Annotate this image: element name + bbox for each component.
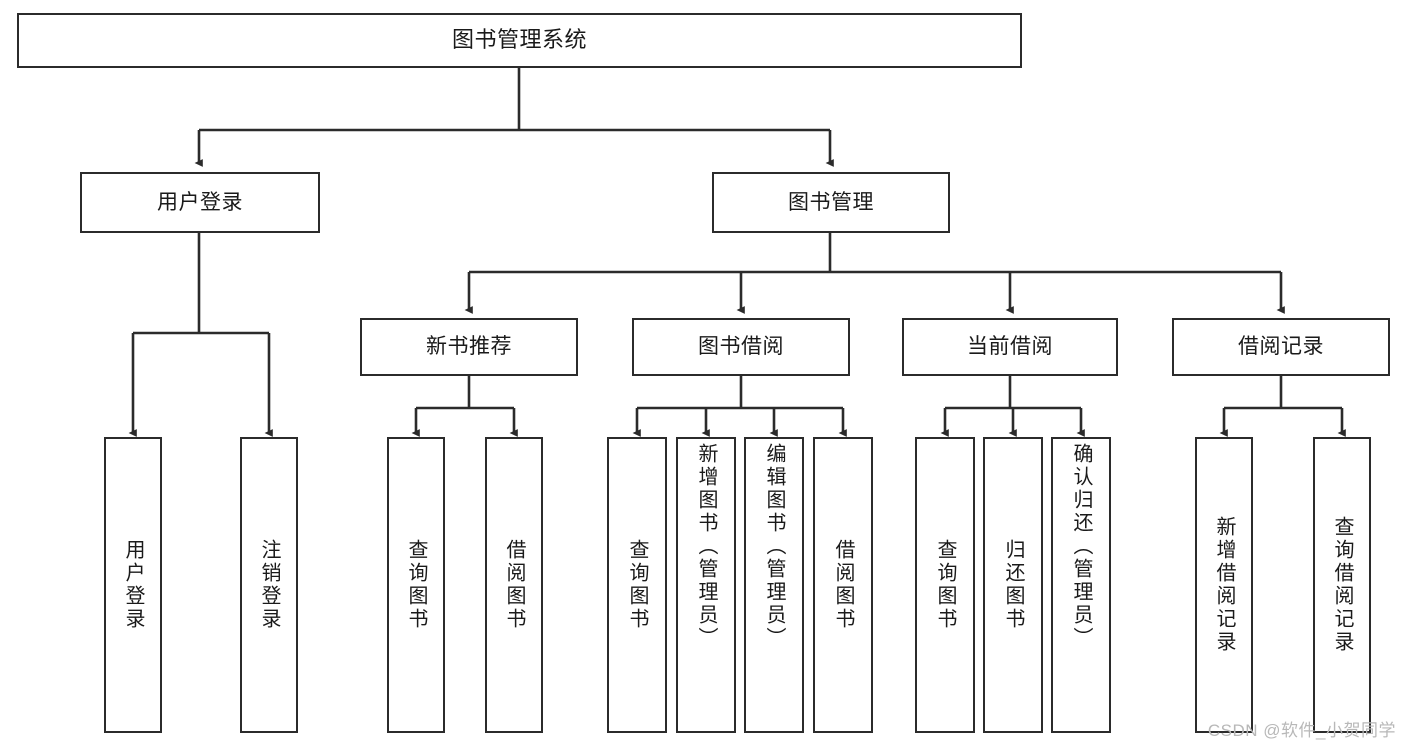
node-leaf-add-book-admin[interactable]: 新增图书（管理员）	[676, 437, 736, 733]
node-user-login[interactable]: 用户登录	[80, 172, 320, 233]
node-leaf-edit-book-admin-label: 编辑图书（管理员）	[763, 443, 785, 650]
node-leaf-query-borrow-record-label: 查询借阅记录	[1331, 516, 1353, 654]
node-leaf-query-borrow-record[interactable]: 查询借阅记录	[1313, 437, 1371, 733]
node-current-borrow-label: 当前借阅	[967, 335, 1053, 359]
node-leaf-add-borrow-record[interactable]: 新增借阅记录	[1195, 437, 1253, 733]
node-borrow-records-label: 借阅记录	[1238, 335, 1324, 359]
node-leaf-confirm-return-admin[interactable]: 确认归还（管理员）	[1051, 437, 1111, 733]
node-borrow-records[interactable]: 借阅记录	[1172, 318, 1390, 376]
node-current-borrow[interactable]: 当前借阅	[902, 318, 1118, 376]
node-leaf-add-borrow-record-label: 新增借阅记录	[1213, 516, 1235, 654]
node-book-management-label: 图书管理	[788, 190, 874, 214]
node-leaf-borrow-book-recommend-label: 借阅图书	[503, 539, 525, 631]
node-leaf-query-book-recommend-label: 查询图书	[405, 539, 427, 631]
node-book-borrow-label: 图书借阅	[698, 335, 784, 359]
node-leaf-add-book-admin-label: 新增图书（管理员）	[695, 443, 717, 650]
node-book-borrow[interactable]: 图书借阅	[632, 318, 850, 376]
node-root-system-label: 图书管理系统	[451, 27, 587, 53]
node-leaf-query-book-borrow-label: 查询图书	[626, 539, 648, 631]
node-leaf-query-book-current-label: 查询图书	[934, 539, 956, 631]
node-user-login-label: 用户登录	[157, 190, 243, 214]
node-root-system[interactable]: 图书管理系统	[17, 13, 1022, 68]
node-leaf-return-book[interactable]: 归还图书	[983, 437, 1043, 733]
node-leaf-confirm-return-admin-label: 确认归还（管理员）	[1070, 443, 1092, 650]
node-leaf-user-login[interactable]: 用户登录	[104, 437, 162, 733]
node-leaf-query-book-current[interactable]: 查询图书	[915, 437, 975, 733]
node-new-book-recommend[interactable]: 新书推荐	[360, 318, 578, 376]
node-leaf-borrow-book-recommend[interactable]: 借阅图书	[485, 437, 543, 733]
node-leaf-logout-label: 注销登录	[258, 539, 280, 631]
node-leaf-query-book-recommend[interactable]: 查询图书	[387, 437, 445, 733]
watermark-text: CSDN @软件_小贺同学	[1207, 721, 1396, 740]
node-book-management[interactable]: 图书管理	[712, 172, 950, 233]
node-leaf-borrow-book-label: 借阅图书	[832, 539, 854, 631]
node-leaf-user-login-label: 用户登录	[122, 539, 144, 631]
node-new-book-recommend-label: 新书推荐	[426, 335, 512, 359]
node-leaf-borrow-book[interactable]: 借阅图书	[813, 437, 873, 733]
node-leaf-edit-book-admin[interactable]: 编辑图书（管理员）	[744, 437, 804, 733]
node-leaf-logout[interactable]: 注销登录	[240, 437, 298, 733]
node-leaf-query-book-borrow[interactable]: 查询图书	[607, 437, 667, 733]
node-leaf-return-book-label: 归还图书	[1002, 539, 1024, 631]
